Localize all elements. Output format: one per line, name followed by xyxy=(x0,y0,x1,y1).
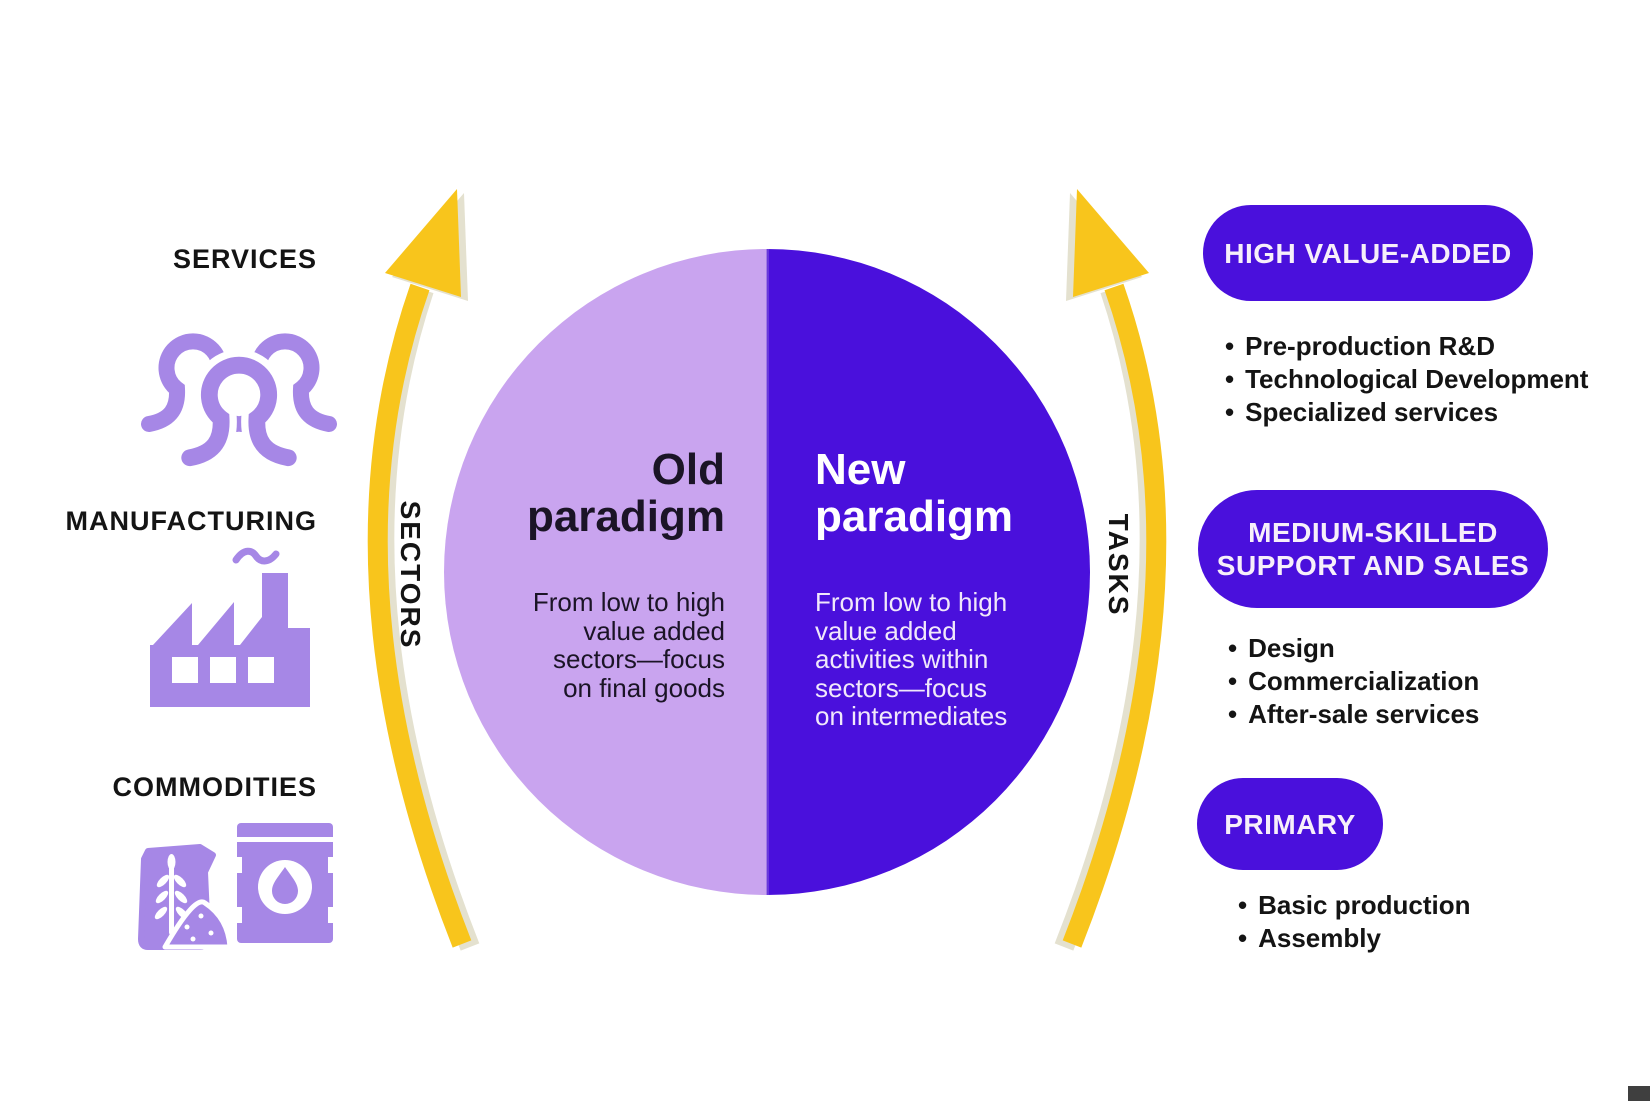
bullet-icon: • xyxy=(1225,331,1235,361)
new-paradigm-description: From low to high value added activities … xyxy=(815,587,1008,731)
old-paradigm-half xyxy=(444,249,767,895)
medium-skilled-list: • Design • Commercialization • After-sal… xyxy=(1228,632,1479,731)
sectors-axis-label: SECTORS xyxy=(395,500,426,650)
list-item: • Technological Development xyxy=(1225,364,1589,394)
list-item: • Commercialization xyxy=(1228,666,1480,696)
old-paradigm-description: From low to high value added sectors—foc… xyxy=(532,587,725,703)
list-item: • After-sale services xyxy=(1228,699,1480,729)
list-item: • Pre-production R&D xyxy=(1225,331,1495,361)
badge-medium-skilled: MEDIUM-SKILLED SUPPORT AND SALES xyxy=(1198,490,1548,608)
list-item: • Assembly xyxy=(1238,923,1381,953)
bullet-icon: • xyxy=(1238,890,1248,920)
bullet-icon: • xyxy=(1228,699,1238,729)
bullet-icon: • xyxy=(1238,923,1248,953)
label-services: SERVICES xyxy=(172,244,317,274)
label-manufacturing: MANUFACTURING xyxy=(65,506,317,536)
primary-list: • Basic production • Assembly xyxy=(1238,889,1470,955)
old-paradigm-title: Old paradigm xyxy=(526,445,725,541)
bullet-icon: • xyxy=(1225,397,1235,427)
badge-high-value-added: HIGH VALUE-ADDED xyxy=(1203,205,1533,301)
badge-primary: PRIMARY xyxy=(1197,778,1383,870)
list-item: • Basic production xyxy=(1238,890,1471,920)
corner-mark xyxy=(1628,1086,1650,1101)
circle-split-line xyxy=(766,249,769,895)
people-icon xyxy=(141,333,337,470)
paradigm-circle xyxy=(444,249,1090,895)
new-paradigm-title: New paradigm xyxy=(815,445,1014,541)
new-paradigm-half xyxy=(767,249,1090,895)
bullet-icon: • xyxy=(1225,364,1235,394)
high-value-added-list: • Pre-production R&D • Technological Dev… xyxy=(1225,330,1588,429)
grain-sack-and-oil-barrel-icon xyxy=(138,823,338,950)
bullet-icon: • xyxy=(1228,633,1238,663)
factory-icon xyxy=(150,547,310,707)
list-item: • Design xyxy=(1228,633,1335,663)
label-commodities: COMMODITIES xyxy=(112,772,317,802)
bullet-icon: • xyxy=(1228,666,1238,696)
list-item: • Specialized services xyxy=(1225,397,1499,427)
tasks-axis-label: TASKS xyxy=(1103,513,1134,617)
